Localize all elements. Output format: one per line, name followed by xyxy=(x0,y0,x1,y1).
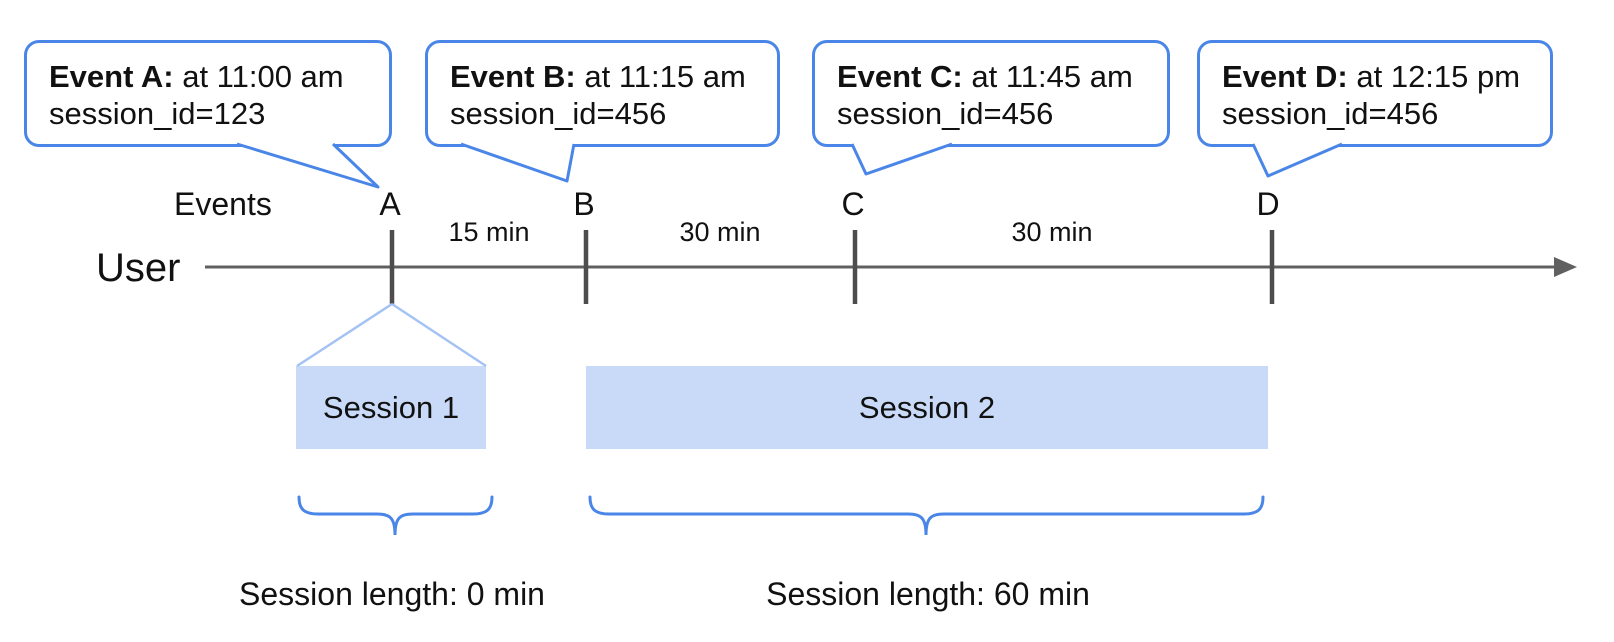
event-d-callout-line1: Event D: at 12:15 pm xyxy=(1222,58,1542,95)
event-b-callout-line1: Event B: at 11:15 am xyxy=(450,58,769,95)
event-a-callout-tail xyxy=(236,142,380,189)
event-d-label: Event D: xyxy=(1222,59,1348,94)
session2-brace xyxy=(588,495,1265,536)
event-d-callout: Event D: at 12:15 pm session_id=456 xyxy=(1197,40,1553,147)
event-d-time: at 12:15 pm xyxy=(1347,59,1521,94)
event-c-label: Event C: xyxy=(837,59,963,94)
event-d-callout-tail xyxy=(1251,142,1343,178)
session1-brace xyxy=(297,495,494,536)
event-c-letter: C xyxy=(841,186,865,222)
event-c-callout-tail xyxy=(850,142,953,176)
timeline-arrowhead-icon xyxy=(1554,257,1577,277)
event-a-session-id: session_id=123 xyxy=(49,96,266,131)
session1-funnel-lines xyxy=(296,302,487,368)
session-1-length-label: Session length: 0 min xyxy=(239,576,545,612)
event-c-session-id: session_id=456 xyxy=(837,96,1054,131)
events-row-label: Events xyxy=(174,186,272,222)
event-c-callout-line1: Event C: at 11:45 am xyxy=(837,58,1159,95)
event-a-callout-line1: Event A: at 11:00 am xyxy=(49,58,381,95)
interval-b-c-label: 30 min xyxy=(679,217,761,247)
event-b-letter: B xyxy=(573,186,595,222)
session-2-box: Session 2 xyxy=(586,366,1268,449)
session-1-box: Session 1 xyxy=(296,366,486,449)
event-b-callout-tail xyxy=(460,142,576,183)
event-a-letter: A xyxy=(379,186,401,222)
interval-a-b-label: 15 min xyxy=(448,217,530,247)
session-2-length-label: Session length: 60 min xyxy=(766,576,1090,612)
interval-c-d-label: 30 min xyxy=(1011,217,1093,247)
event-c-callout: Event C: at 11:45 am session_id=456 xyxy=(812,40,1170,147)
event-c-time: at 11:45 am xyxy=(962,59,1133,94)
event-b-session-id: session_id=456 xyxy=(450,96,667,131)
event-b-callout: Event B: at 11:15 am session_id=456 xyxy=(425,40,780,147)
event-a-time: at 11:00 am xyxy=(173,59,344,94)
event-d-letter: D xyxy=(1256,186,1280,222)
event-a-callout: Event A: at 11:00 am session_id=123 xyxy=(24,40,392,147)
user-axis-label: User xyxy=(96,246,181,290)
event-a-label: Event A: xyxy=(49,59,174,94)
event-b-time: at 11:15 am xyxy=(575,59,746,94)
event-d-session-id: session_id=456 xyxy=(1222,96,1439,131)
event-b-label: Event B: xyxy=(450,59,576,94)
